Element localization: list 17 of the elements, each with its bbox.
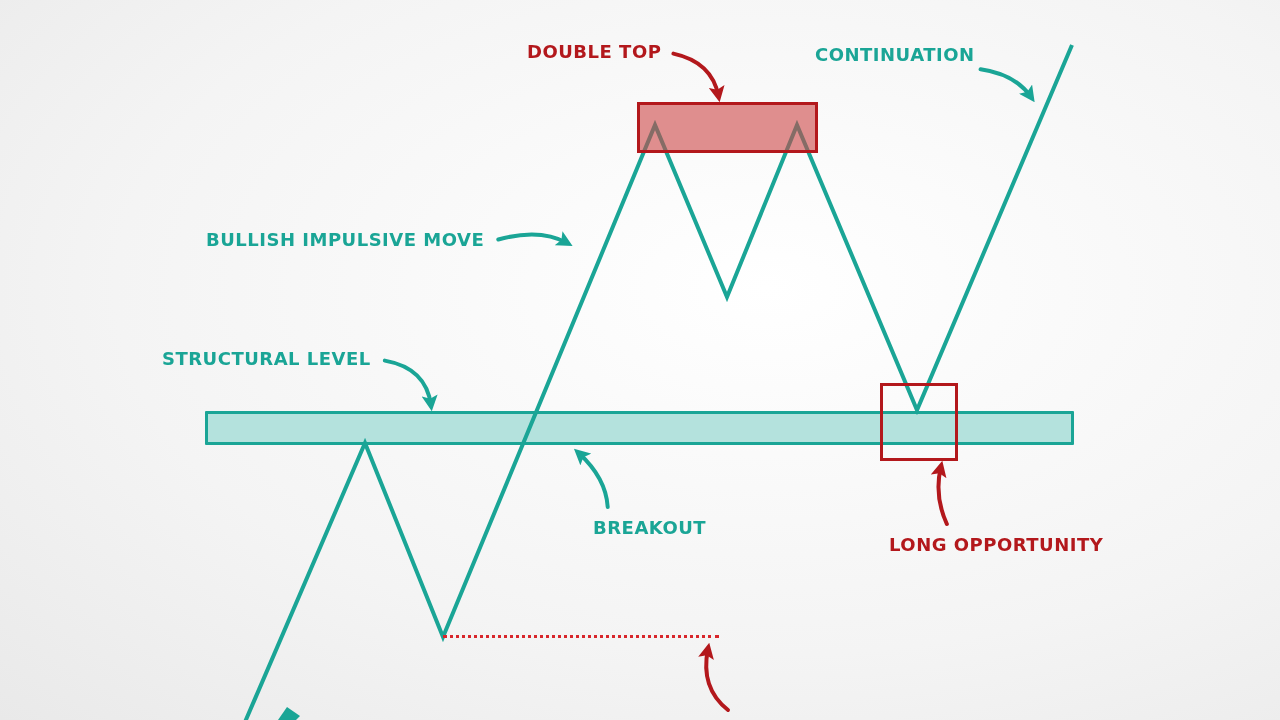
curved-arrow (978, 67, 1035, 103)
curved-arrow (574, 448, 610, 509)
pattern-label: LONG OPPORTUNITY (889, 534, 1104, 555)
pattern-label: CONTINUATION (815, 44, 975, 65)
curved-arrow (698, 642, 730, 712)
structural-level-band (205, 411, 1074, 445)
pattern-label: DOUBLE TOP (527, 41, 662, 62)
pattern-label: BULLISH IMPULSIVE MOVE (206, 229, 485, 250)
entry-zone (880, 383, 958, 461)
double-top-zone (637, 102, 818, 153)
curved-arrow (671, 51, 725, 103)
curved-arrow (496, 231, 573, 246)
level-label: STRUCTURAL LEVEL (162, 348, 371, 369)
dotted-level-line (443, 635, 719, 639)
curved-arrow (931, 460, 949, 526)
pattern-label: BREAKOUT (593, 517, 707, 538)
curved-arrow (382, 358, 438, 412)
